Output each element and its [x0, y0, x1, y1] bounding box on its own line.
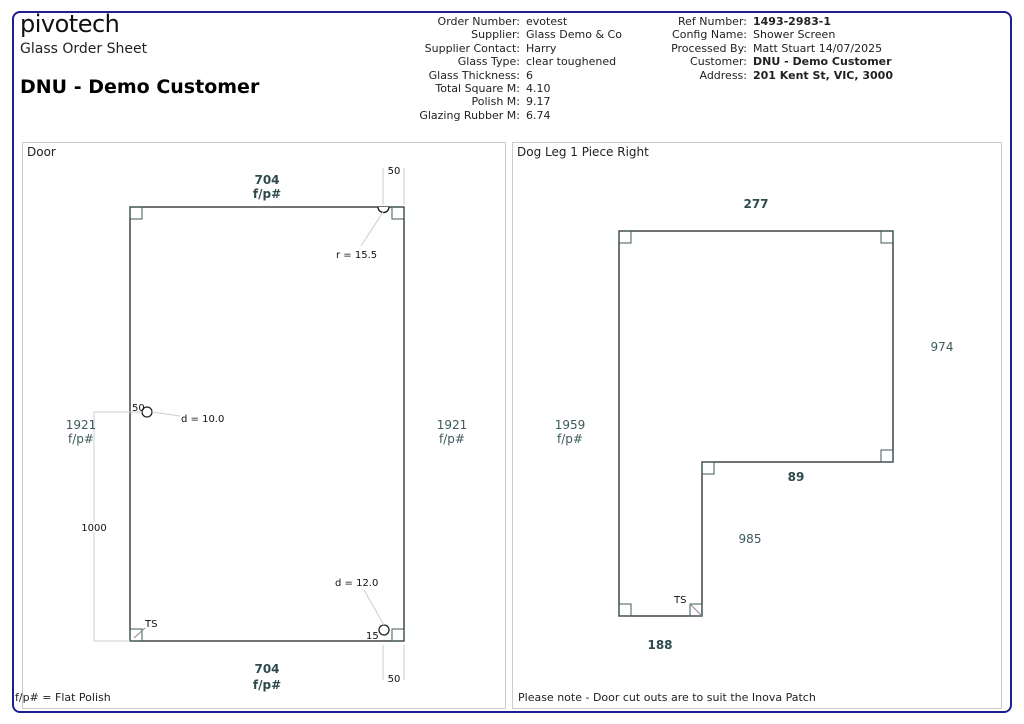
cutout-note: Please note - Door cut outs are to suit … [518, 691, 816, 704]
footnote: f/p# = Flat Polish [15, 691, 111, 704]
info-value: 201 Kent St, VIC, 3000 [753, 68, 893, 82]
hole2-offset: 15 [366, 631, 379, 642]
info-value: Glass Demo & Co [526, 28, 622, 42]
info-label: Supplier Contact: [424, 41, 520, 55]
info-label: Total Square M: [435, 82, 520, 96]
info-value: clear toughened [526, 55, 617, 69]
bottom-width: 188 [647, 638, 672, 652]
info-value: DNU - Demo Customer [753, 55, 892, 69]
info-label: Glass Type: [457, 55, 520, 69]
info-label: Glazing Rubber M: [419, 108, 520, 122]
info-value: 6.74 [526, 108, 551, 122]
info-label: Ref Number: [678, 15, 747, 28]
leader-line [360, 211, 384, 247]
top-width: 704 [254, 173, 279, 187]
info-label: Address: [699, 68, 747, 82]
left-finish: f/p# [68, 432, 94, 446]
dogleg-panel: Dog Leg 1 Piece Right [512, 142, 1002, 709]
door-panel: Door [22, 142, 506, 709]
info-label: Processed By: [671, 41, 747, 55]
info-label: Polish M: [471, 95, 520, 109]
corner-marker [391, 206, 405, 220]
radius-note: r = 15.5 [336, 250, 377, 261]
lower-right-height: 985 [739, 532, 762, 546]
bottom-finish: f/p# [253, 678, 281, 692]
sheet-subtitle: Glass Order Sheet [20, 41, 148, 57]
customer-title: DNU - Demo Customer [20, 76, 260, 98]
door-title: Door [27, 145, 56, 159]
info-label: Supplier: [471, 28, 520, 42]
info-value: 9.17 [526, 95, 551, 109]
hole2-note: d = 12.0 [335, 578, 378, 589]
info-value: 4.10 [526, 82, 551, 96]
top-finish: f/p# [253, 187, 281, 201]
hole1-note: d = 10.0 [181, 414, 224, 425]
info-label: Order Number: [437, 15, 520, 28]
info-value: 1493-2983-1 [753, 15, 832, 28]
corner-marker [129, 628, 143, 642]
order-info: Order Number: evotest Supplier: Glass Demo… [350, 15, 622, 122]
info-label: Config Name: [672, 28, 747, 42]
right-height: 1921 [437, 418, 468, 432]
top-width: 277 [743, 197, 768, 211]
info-value: 6 [526, 68, 533, 82]
left-finish: f/p# [557, 432, 583, 446]
bottom-offset: 50 [388, 674, 401, 685]
hole-2 [378, 624, 390, 636]
dogleg-drawing: 277 974 89 985 188 1959 f/p# TS [555, 197, 954, 652]
step-width: 89 [788, 470, 805, 484]
info-label: Customer: [690, 55, 747, 69]
right-height: 974 [931, 340, 954, 354]
top-offset: 50 [388, 166, 401, 177]
dogleg-glass-outline [618, 230, 894, 617]
ref-info: Ref Number: 1493-2983-1 Config Name: Showe… [620, 15, 893, 82]
sheet-border [12, 11, 1012, 713]
door-glass-outline [129, 206, 405, 642]
dogleg-title: Dog Leg 1 Piece Right [517, 145, 649, 159]
pivotech-logo: pivotech [20, 10, 120, 38]
left-height: 1921 [66, 418, 97, 432]
right-finish: f/p# [439, 432, 465, 446]
left-height: 1959 [555, 418, 586, 432]
hole1-height: 1000 [81, 523, 106, 534]
info-value: Harry [526, 41, 557, 55]
radius-notch [377, 206, 390, 214]
corner-marker [129, 206, 143, 220]
info-value: evotest [526, 15, 568, 28]
bottom-width: 704 [254, 662, 279, 676]
ts-label: TS [144, 619, 157, 630]
info-value: Shower Screen [753, 28, 836, 42]
info-value: Matt Stuart 14/07/2025 [753, 41, 883, 55]
info-label: Glass Thickness: [428, 68, 520, 82]
hole1-offset: 50 [132, 403, 145, 414]
ts-label: TS [673, 595, 686, 606]
corner-marker [391, 628, 405, 642]
door-drawing: 704 f/p# 704 f/p# 1921 f/p# 1921 f/p# 50… [66, 166, 468, 692]
